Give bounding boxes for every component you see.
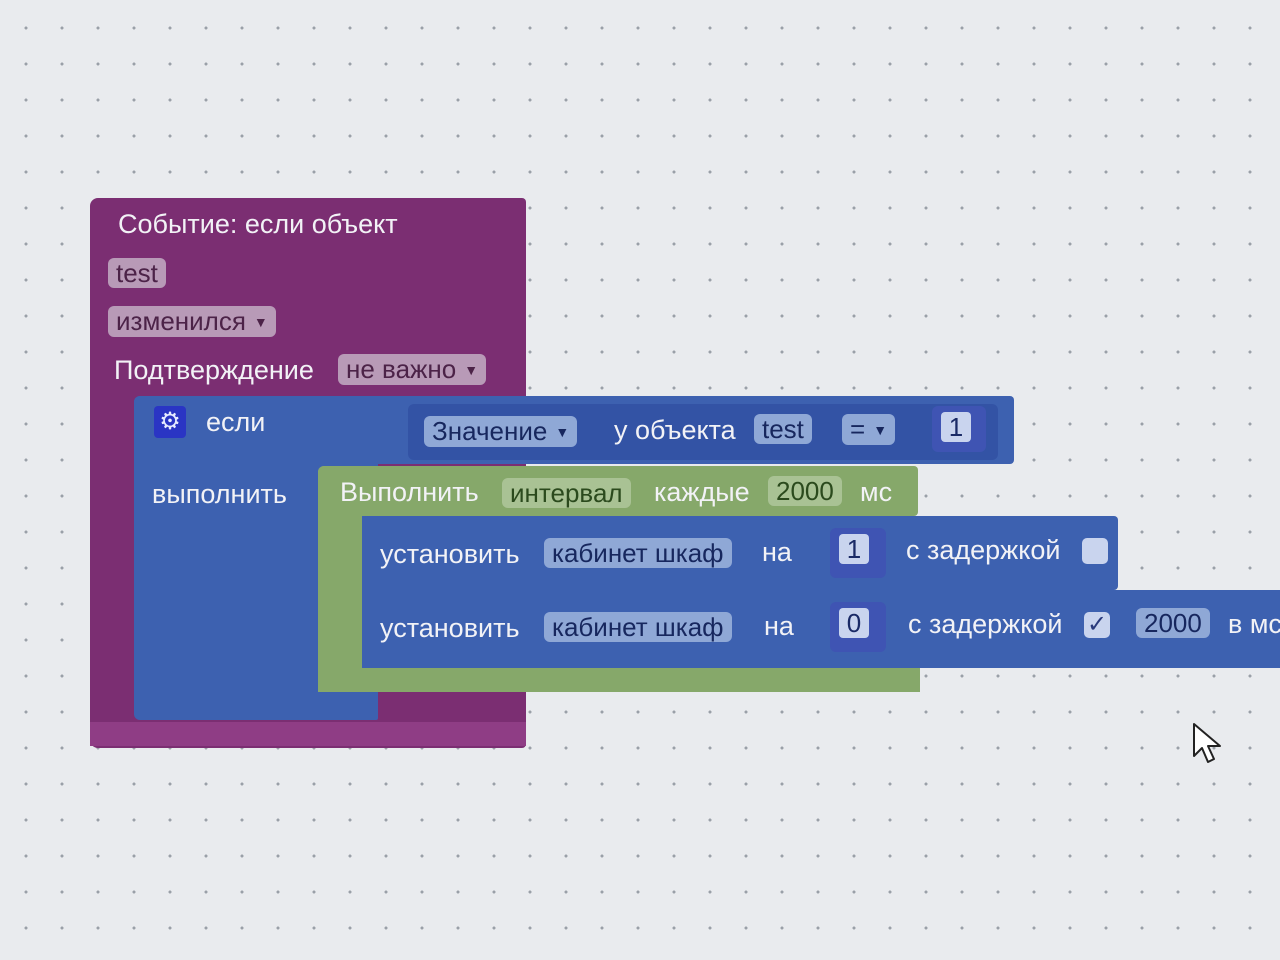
chevron-down-icon: ▼ bbox=[873, 422, 888, 438]
ack-dropdown[interactable]: не важно ▼ bbox=[338, 354, 487, 385]
set-target-field[interactable]: кабинет шкаф bbox=[544, 612, 732, 642]
gear-icon[interactable]: ⚙ bbox=[154, 406, 186, 438]
delay-value-field[interactable]: 2000 bbox=[1136, 608, 1210, 638]
of-object-label: у объекта bbox=[614, 415, 736, 445]
set-value[interactable]: 0 bbox=[839, 608, 869, 638]
delay-unit-label: в мс bbox=[1228, 609, 1280, 639]
ack-label: Подтверждение bbox=[114, 355, 314, 385]
delay-label: с задержкой bbox=[908, 609, 1063, 639]
set-block[interactable] bbox=[362, 590, 1280, 668]
operator-value: = bbox=[850, 414, 866, 444]
set-label: установить bbox=[380, 539, 520, 569]
event-trigger-value: изменился bbox=[116, 306, 246, 336]
set-to-label: на bbox=[762, 537, 792, 567]
set-value[interactable]: 1 bbox=[839, 534, 869, 564]
set-value-block[interactable]: 0 bbox=[830, 602, 886, 652]
condition-object-field[interactable]: test bbox=[754, 414, 812, 444]
event-title: Событие: если объект bbox=[118, 209, 398, 239]
set-block[interactable] bbox=[362, 516, 1118, 590]
event-object-field[interactable]: test bbox=[108, 258, 166, 288]
interval-every-label: каждые bbox=[654, 477, 750, 507]
attribute-dropdown[interactable]: Значение ▼ bbox=[424, 416, 578, 447]
interval-prefix: Выполнить bbox=[340, 477, 479, 507]
interval-block-bottom-bar bbox=[318, 668, 920, 692]
event-block-bottom-bar bbox=[90, 722, 526, 746]
chevron-down-icon: ▼ bbox=[555, 424, 570, 440]
event-trigger-dropdown[interactable]: изменился ▼ bbox=[108, 306, 276, 337]
set-target-field[interactable]: кабинет шкаф bbox=[544, 538, 732, 568]
operator-dropdown[interactable]: =▼ bbox=[842, 414, 896, 445]
delay-label: с задержкой bbox=[906, 535, 1061, 565]
ack-value: не важно bbox=[346, 354, 457, 384]
set-label: установить bbox=[380, 613, 520, 643]
chevron-down-icon: ▼ bbox=[464, 362, 479, 378]
delay-checkbox[interactable]: ✓ bbox=[1084, 612, 1110, 638]
interval-value-field[interactable]: 2000 bbox=[768, 476, 842, 506]
delay-checkbox[interactable] bbox=[1082, 538, 1108, 564]
condition-value-block[interactable]: 1 bbox=[932, 406, 986, 452]
interval-block-body bbox=[318, 466, 362, 692]
interval-kind-field[interactable]: интервал bbox=[502, 478, 631, 508]
if-label: если bbox=[206, 407, 266, 437]
condition-value[interactable]: 1 bbox=[941, 412, 971, 442]
interval-unit-label: мс bbox=[860, 477, 893, 507]
cursor-icon bbox=[1193, 723, 1221, 763]
set-to-label: на bbox=[764, 611, 794, 641]
chevron-down-icon: ▼ bbox=[253, 314, 268, 330]
attribute-value: Значение bbox=[432, 416, 548, 446]
set-value-block[interactable]: 1 bbox=[830, 528, 886, 578]
do-label: выполнить bbox=[152, 479, 287, 509]
